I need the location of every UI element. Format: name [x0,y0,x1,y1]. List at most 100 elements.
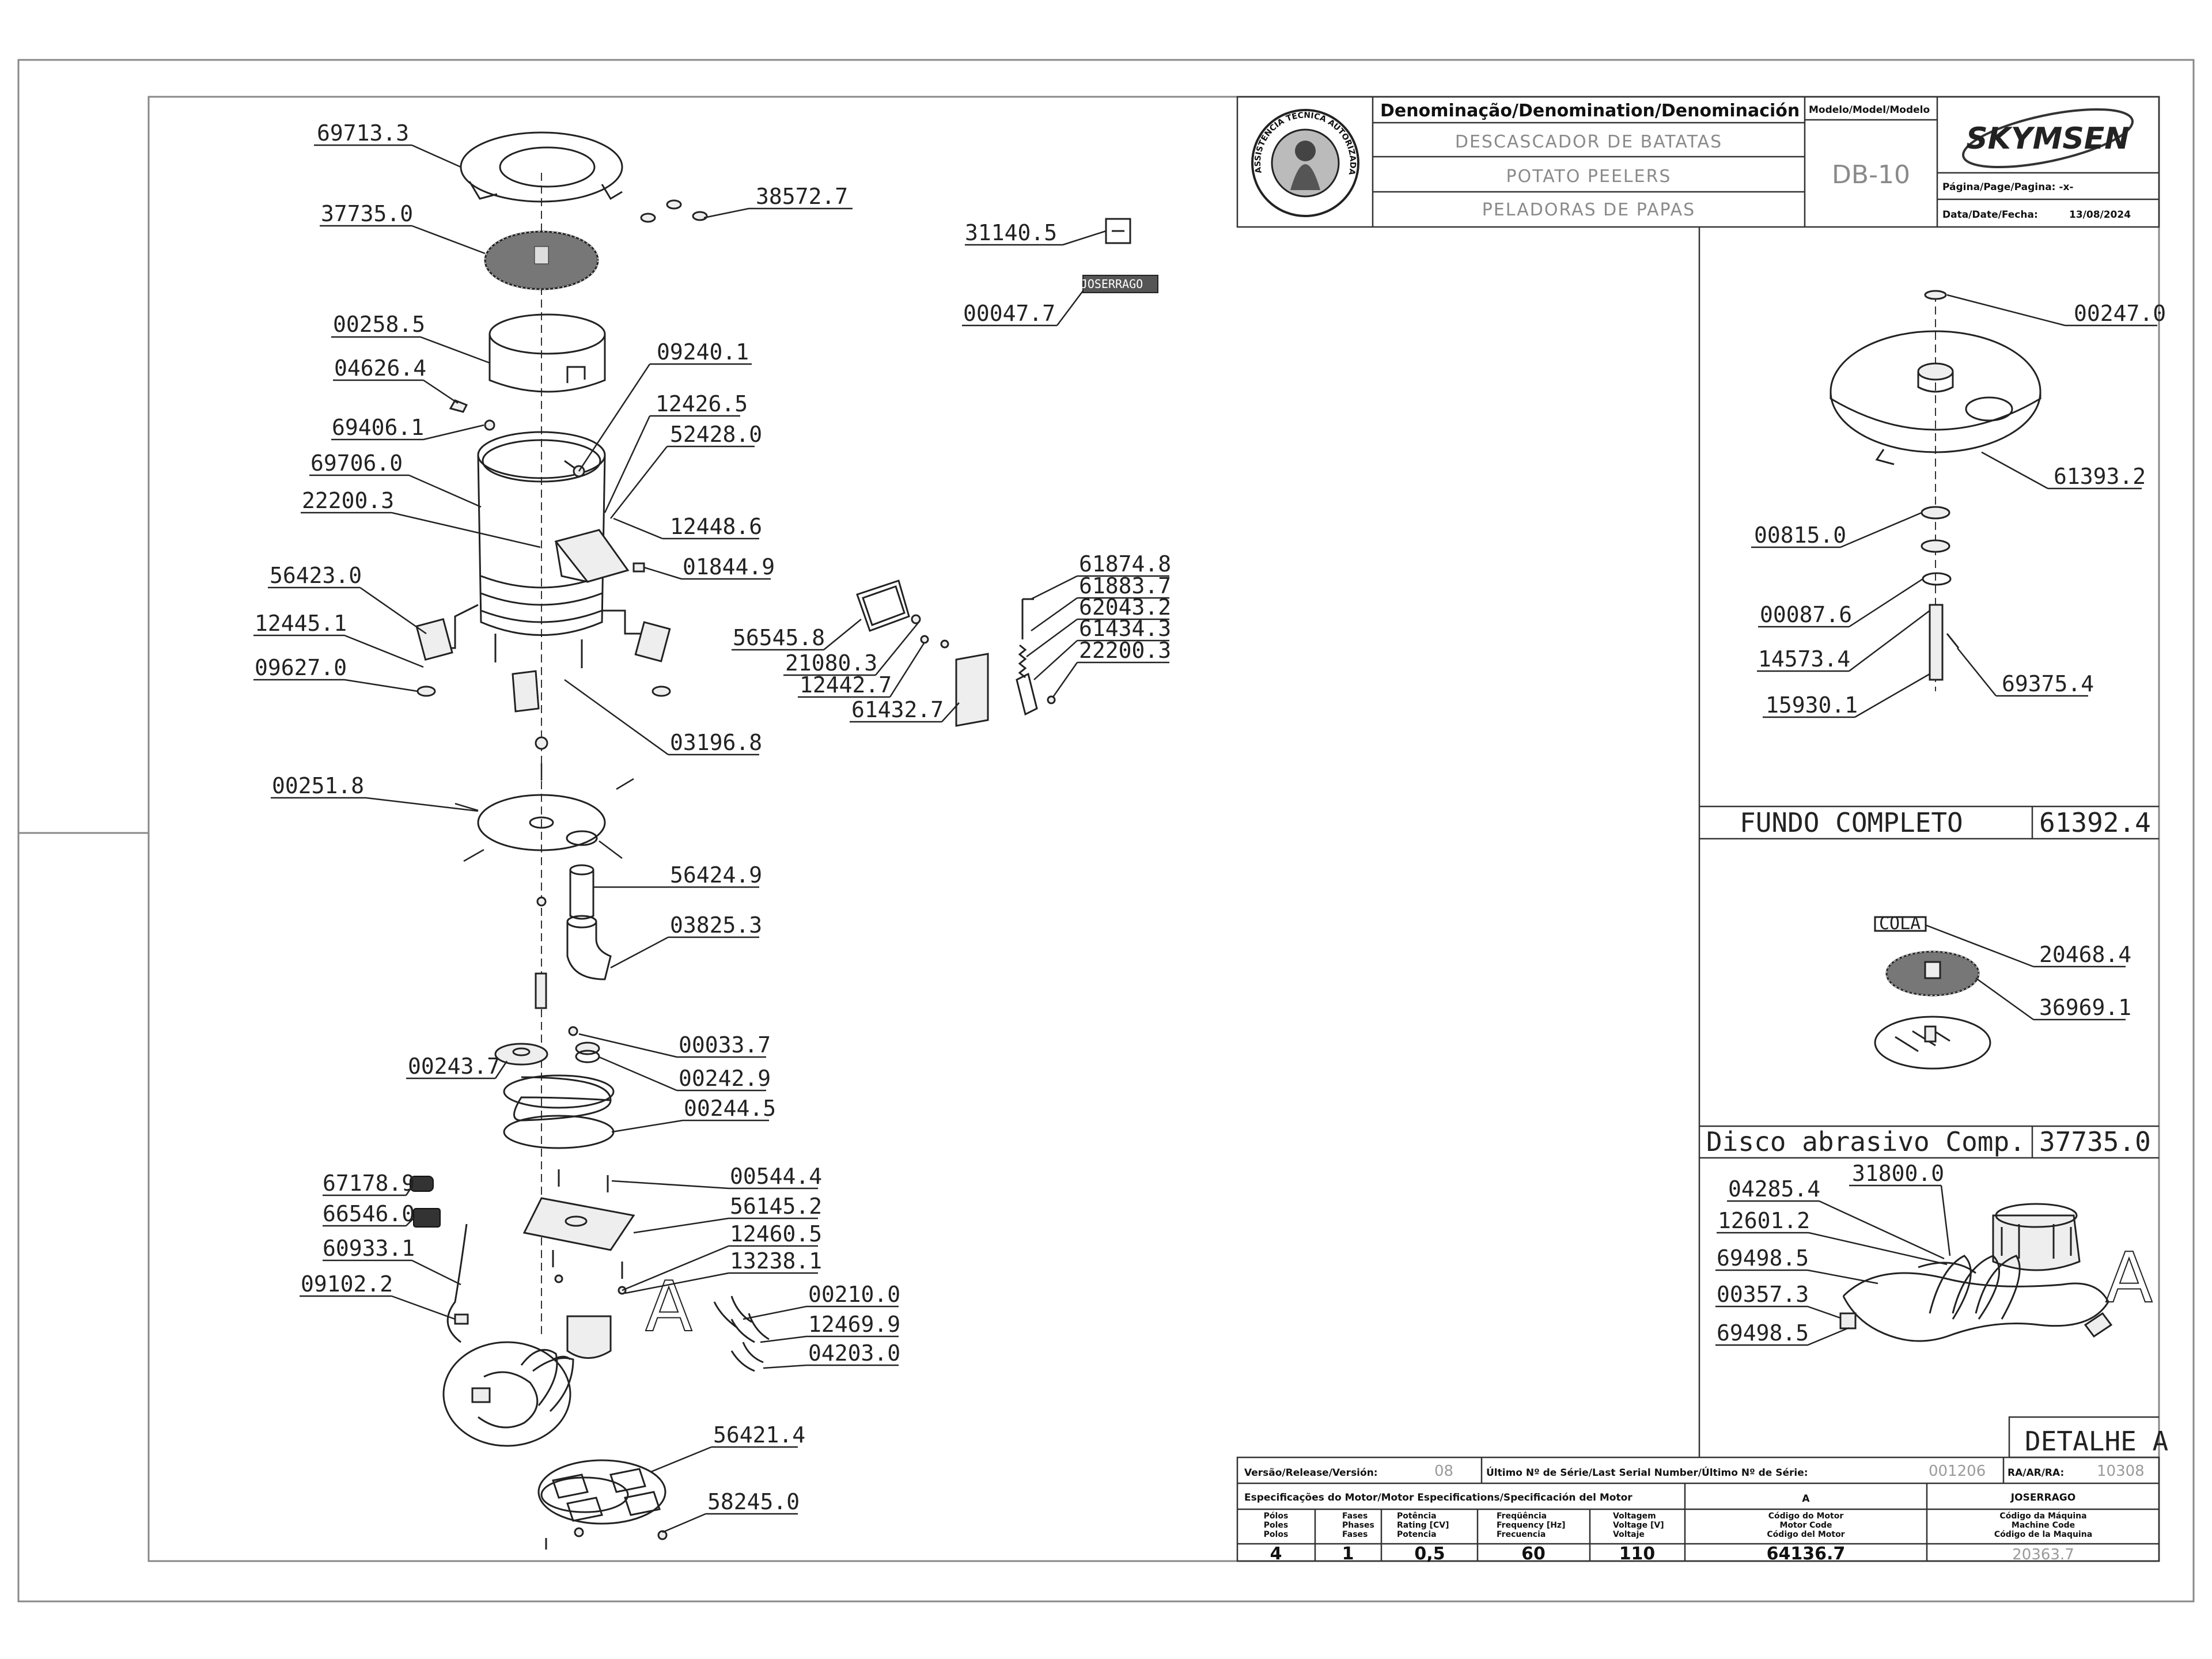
header-machine-code: Código da Máquina Machine Code Código de… [1994,1512,2092,1539]
svg-text:12445.1: 12445.1 [255,611,347,636]
svg-text:56545.8: 56545.8 [733,625,825,650]
svg-text:69498.5: 69498.5 [1717,1245,1809,1271]
skymsen-logo: SKYMSEN [1962,108,2134,169]
drain-tube [566,864,612,980]
svg-text:Motor Code: Motor Code [1779,1521,1832,1530]
bottom-plate [454,763,634,862]
svg-text:69406.1: 69406.1 [332,415,424,440]
svg-text:61434.3: 61434.3 [1079,616,1171,641]
page-label: Página/Page/Pagina: -x- [1942,181,2073,193]
svg-text:00087.6: 00087.6 [1760,602,1852,627]
svg-text:69713.3: 69713.3 [317,120,409,146]
joserrago-plate [1082,275,1158,293]
svg-text:Código do Motor: Código do Motor [1768,1512,1844,1521]
label-20468-4: 20468.4 [1925,924,2131,968]
machine-name: JOSERRAGO [2010,1492,2075,1503]
label-22200-3-cover: 22200.3 [1052,638,1171,698]
svg-text:61883.7: 61883.7 [1079,573,1171,599]
label-04285-4: 04285.4 [1727,1176,1945,1260]
header-motor-code: Código do Motor Motor Code Código del Mo… [1767,1512,1844,1539]
label-09627-0: 09627.0 [253,655,418,692]
value-power: 0,5 [1414,1544,1445,1564]
header-power: Potência Rating [CV] Potencia [1397,1512,1449,1539]
label-15930-1: 15930.1 [1763,673,1930,718]
label-56421-4: 56421.4 [650,1422,805,1473]
motor-assembly [442,1315,612,1447]
body-hardware [449,399,645,750]
svg-text:Polos: Polos [1264,1530,1289,1539]
svg-text:Phases: Phases [1342,1521,1374,1530]
header-voltage: Voltagem Voltage [V] Voltaje [1613,1512,1664,1539]
label-12426-5: 12426.5 [604,391,748,513]
svg-text:12442.7: 12442.7 [800,672,892,698]
svg-text:Frecuencia: Frecuencia [1497,1530,1546,1539]
label-61874-8: 61874.8 [1031,551,1171,600]
svg-text:00242.9: 00242.9 [679,1066,771,1091]
svg-text:36969.1: 36969.1 [2039,995,2131,1020]
svg-text:Potência: Potência [1397,1512,1437,1521]
detalhe-a-title: DETALHE A [2025,1426,2168,1457]
label-00258-5: 00258.5 [331,312,490,364]
value-machine-code: 20363.7 [2012,1546,2074,1563]
label-31140-5: 31140.5 [965,220,1057,245]
svg-text:12601.2: 12601.2 [1718,1208,1810,1233]
label-61883-7: 61883.7 [1031,573,1171,632]
header-frequency: Freqüência Frequency [Hz] Frecuencia [1497,1512,1565,1539]
label-01844-9: 01844.9 [643,554,775,580]
label-09102-2: 09102.2 [300,1271,456,1320]
cover-part-labels: 61874.8 61883.7 62043.2 61434.3 56545.8 … [732,551,1171,723]
svg-text:52428.0: 52428.0 [670,422,762,447]
svg-text:00258.5: 00258.5 [333,312,425,337]
label-00243-7: 00243.7 [406,1054,508,1080]
label-03196-8: 03196.8 [564,679,762,756]
product-name-es: PELADORAS DE PAPAS [1482,200,1695,220]
cylinder-band [488,313,606,393]
svg-text:04626.4: 04626.4 [334,355,426,381]
label-61393-2: 61393.2 [1981,451,2146,490]
label-61434-3: 61434.3 [1033,616,1171,680]
label-37735-0: 37735.0 [320,201,486,255]
svg-text:Voltage [V]: Voltage [V] [1613,1521,1664,1530]
value-poles: 4 [1270,1544,1282,1564]
authorized-assistance-seal: ASSISTÊNCIA TÉCNICA AUTORIZADA [1251,109,1359,217]
svg-text:58245.0: 58245.0 [707,1489,800,1514]
label-12442-7: 12442.7 [798,642,926,698]
label-61432-7: 61432.7 [850,697,960,723]
svg-text:09627.0: 09627.0 [255,655,347,680]
right-panels [1698,227,2159,1459]
svg-text:Machine Code: Machine Code [2012,1521,2075,1530]
svg-text:12460.5: 12460.5 [730,1221,822,1247]
label-00047-7: 00047.7 [963,301,1055,326]
label-67178-9: 67178.9 [323,1171,415,1196]
svg-text:22200.3: 22200.3 [302,488,394,513]
cola-label: COLA [1879,914,1921,934]
svg-text:15930.1: 15930.1 [1766,692,1858,718]
header-phases: Fases Phases Fases [1342,1512,1374,1539]
label-58245-0: 58245.0 [662,1489,800,1533]
svg-text:00243.7: 00243.7 [408,1054,500,1079]
detalhe-letter: A [2105,1238,2153,1319]
disco-abrasivo-view: COLA [1874,914,1991,1070]
svg-text:04285.4: 04285.4 [1728,1176,1820,1202]
ra-value: 10308 [2097,1463,2145,1480]
label-69498-5-b: 69498.5 [1715,1320,1850,1346]
joserrago-plate-text: JOSERRAGO [1081,277,1143,291]
wire-clips [713,1296,770,1372]
svg-text:09102.2: 09102.2 [301,1271,393,1297]
ra-label: RA/AR/RA: [2008,1467,2064,1479]
main-part-labels: 69713.3 38572.7 37735.0 00258.5 04626.4 … [253,120,900,1533]
label-56545-8: 56545.8 [732,619,862,651]
main-body-cylinder [415,431,671,713]
svg-text:00244.5: 00244.5 [684,1096,776,1121]
label-03825-3: 03825.3 [610,912,762,969]
label-09240-1: 09240.1 [578,339,752,472]
product-name-pt: DESCASCADOR DE BATATAS [1455,132,1722,152]
value-motor-code: 64136.7 [1767,1544,1846,1564]
svg-text:Código da Máquina: Código da Máquina [1999,1512,2086,1521]
label-60933-1: 60933.1 [323,1236,461,1286]
label-12445-1: 12445.1 [253,611,424,668]
drive-belt [503,1074,615,1149]
capacitor-parts [410,1176,441,1228]
motor-spec-label: Especificações do Motor/Motor Especifica… [1244,1492,1633,1503]
main-exploded-view: A [410,131,770,1550]
